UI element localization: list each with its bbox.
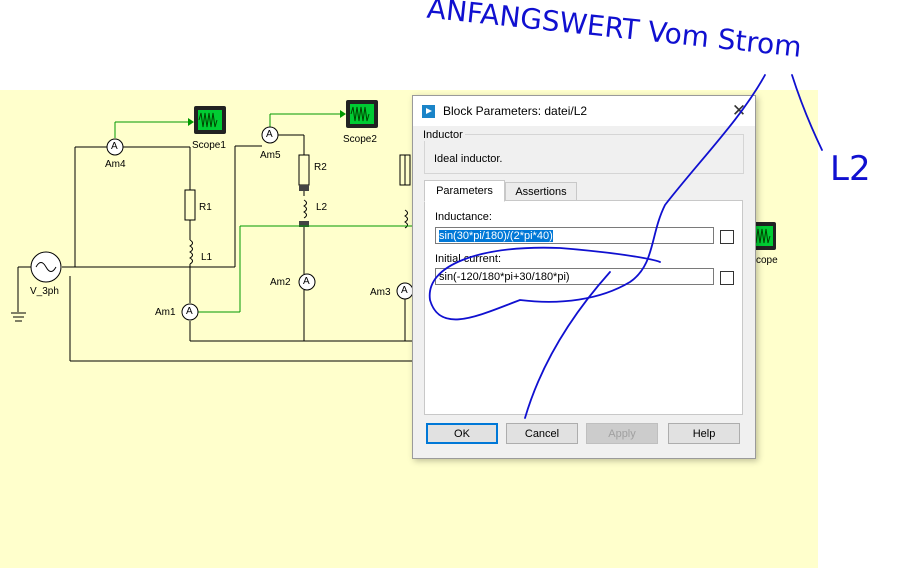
scope2-symbol[interactable] (346, 100, 378, 128)
dialog-title: Block Parameters: datei/L2 (443, 104, 588, 118)
l2-label: L2 (316, 202, 328, 213)
am2-symbol[interactable] (298, 273, 316, 291)
r1-label: R1 (199, 202, 212, 213)
am1-label: Am1 (155, 307, 176, 318)
am2-glyph: A (303, 276, 310, 287)
apply-button[interactable]: Apply (586, 423, 658, 444)
block-parameters-dialog: Block Parameters: datei/L2 ✕ Inductor Id… (412, 95, 756, 459)
l1-label: L1 (201, 252, 213, 263)
simulink-block-icon (422, 105, 435, 118)
inductance-runtime-checkbox[interactable] (720, 230, 734, 244)
initial-current-label: Initial current: (435, 253, 502, 265)
ok-button[interactable]: OK (426, 423, 498, 444)
help-button[interactable]: Help (668, 423, 740, 444)
initial-current-runtime-checkbox[interactable] (720, 271, 734, 285)
inductance-field[interactable]: sin(30*pi/180)/(2*pi*40) (435, 227, 714, 244)
group-description: Ideal inductor. (434, 153, 503, 165)
inductance-value: sin(30*pi/180)/(2*pi*40) (439, 230, 553, 242)
source-label: V_3ph (30, 286, 59, 297)
scope3-label: cope (756, 255, 778, 266)
tab-parameters[interactable]: Parameters (424, 180, 505, 202)
annotation-text-1: ANFANGSWERT Vom Strom (425, 0, 803, 64)
am3-label: Am3 (370, 287, 391, 298)
l2-symbol[interactable] (303, 199, 307, 219)
parameters-panel: Inductance: sin(30*pi/180)/(2*pi*40) Ini… (424, 200, 743, 415)
scope1-symbol[interactable] (194, 106, 226, 134)
close-icon[interactable]: ✕ (731, 101, 747, 120)
scope2-label: Scope2 (343, 134, 377, 145)
cancel-button[interactable]: Cancel (506, 423, 578, 444)
dialog-titlebar[interactable]: Block Parameters: datei/L2 ✕ (413, 96, 755, 126)
inductance-label: Inductance: (435, 211, 492, 223)
r2-label: R2 (314, 162, 327, 173)
l1-symbol[interactable] (189, 239, 193, 265)
am2-label: Am2 (270, 277, 291, 288)
initial-current-field[interactable]: sin(-120/180*pi+30/180*pi) (435, 268, 714, 285)
scope1-label: Scope1 (192, 140, 226, 151)
am3-glyph: A (401, 285, 408, 296)
group-title: Inductor (421, 129, 465, 141)
am1-glyph: A (186, 306, 193, 317)
am4-symbol[interactable] (106, 138, 124, 156)
annotation-text-2: L2 (830, 149, 871, 189)
am4-glyph: A (111, 141, 118, 152)
am1-symbol[interactable] (181, 303, 199, 321)
am5-glyph: A (266, 129, 273, 140)
am5-label: Am5 (260, 150, 281, 161)
am4-label: Am4 (105, 159, 126, 170)
am5-symbol[interactable] (261, 126, 279, 144)
inductor-group (424, 134, 744, 174)
